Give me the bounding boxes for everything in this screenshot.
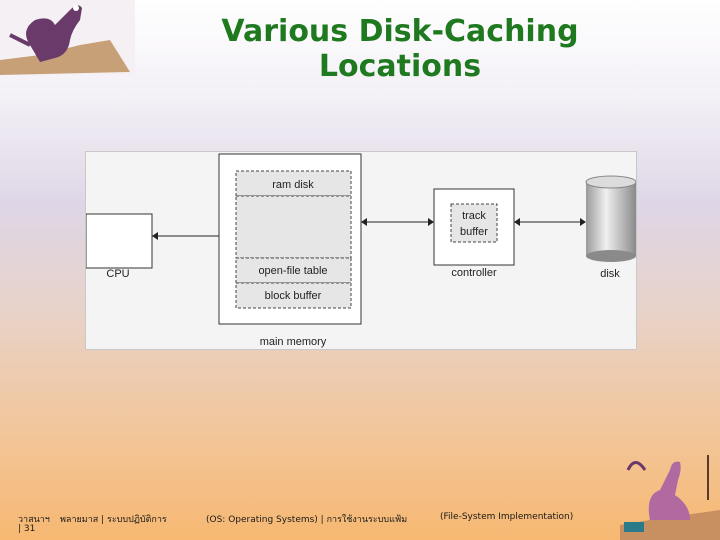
track-label: track: [462, 210, 486, 222]
slide-title: Various Disk-Caching Locations: [221, 14, 579, 84]
footer-source1: พลายมาส | ระบบปฏิบัติการ: [60, 515, 167, 525]
diagram-panel: CPU ram disk open-file table block buffe…: [85, 151, 637, 350]
main-memory-label: main memory: [260, 336, 327, 348]
buffer-label: buffer: [460, 226, 488, 238]
footer-source3: (File-System Implementation): [440, 512, 574, 522]
arrow-head: [514, 218, 520, 226]
block-buffer-box: [235, 282, 352, 309]
footer-author: วาสนาฯ: [18, 515, 50, 525]
arrow-head: [580, 218, 586, 226]
footer-source2: (OS: Operating Systems) | การใช้งานระบบแ…: [206, 515, 408, 525]
memory-free-region: [235, 195, 352, 259]
controller-label: controller: [451, 267, 497, 279]
dinosaur-footer-icon: [620, 455, 720, 540]
dinosaur-logo-icon: [0, 0, 135, 75]
memory-regions: [235, 170, 352, 309]
disk-caching-diagram: CPU ram disk open-file table block buffe…: [86, 153, 636, 348]
arrow-head: [152, 232, 158, 240]
ram-disk-label: ram disk: [272, 179, 314, 191]
footer-page: | 31: [18, 524, 36, 534]
arrow-head: [428, 218, 434, 226]
open-file-table-box: [235, 257, 352, 284]
track-buffer-box: [450, 203, 498, 243]
cpu-box: [86, 213, 153, 269]
disk-label: disk: [600, 268, 620, 280]
block-buffer-label: block buffer: [265, 290, 322, 302]
open-file-table-label: open-file table: [258, 265, 327, 277]
arrow-head: [361, 218, 367, 226]
cpu-label: CPU: [106, 268, 129, 280]
disk-cylinder-icon: [585, 175, 636, 262]
